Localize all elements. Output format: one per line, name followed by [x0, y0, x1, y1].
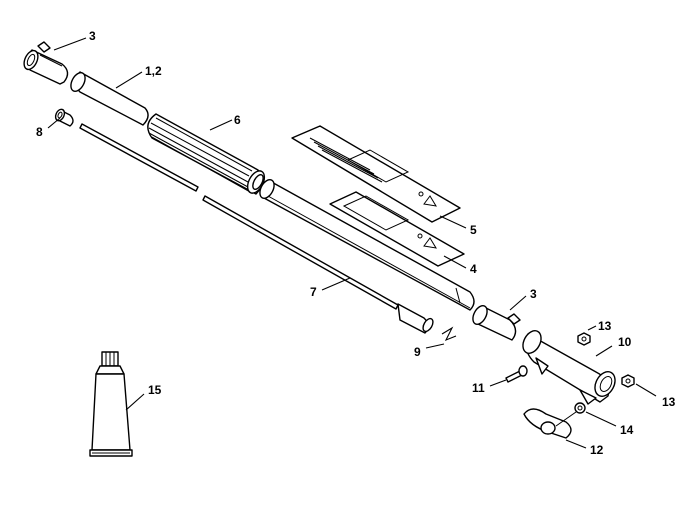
part-labels: 3 1,2 6 8 5 4 7 3 9 13 10 13 11 14 12 15	[36, 29, 676, 457]
label-part-8: 8	[36, 125, 43, 139]
part-15-grease-tube	[89, 351, 133, 457]
label-part-4: 4	[470, 262, 477, 276]
label-part-12: 12	[590, 443, 604, 457]
part-12-wing-knob	[523, 408, 577, 439]
label-part-10: 10	[618, 335, 632, 349]
label-part-6: 6	[234, 113, 241, 127]
part-8-bushing	[54, 108, 74, 127]
part-4-label	[329, 191, 465, 267]
label-part-1-2: 1,2	[145, 64, 162, 78]
part-11-screw	[505, 365, 528, 383]
label-part-15: 15	[148, 383, 162, 397]
label-part-14: 14	[620, 423, 634, 437]
part-3-sleeve-top	[23, 41, 69, 85]
part-9-clip	[441, 326, 457, 342]
part-1-2-tube	[70, 71, 149, 126]
label-part-7: 7	[310, 285, 317, 299]
part-10-clamp-housing	[522, 330, 616, 405]
part-5-label	[291, 125, 461, 223]
label-part-11: 11	[472, 381, 485, 395]
label-part-13-right: 13	[662, 395, 676, 409]
label-part-5: 5	[470, 223, 477, 237]
part-14-washer	[574, 402, 586, 414]
part-6-ribbed-grip	[147, 113, 266, 195]
part-13-nut-upper	[577, 332, 591, 346]
label-part-13-upper: 13	[598, 319, 612, 333]
label-part-3-top: 3	[89, 29, 96, 43]
part-main-tube	[259, 179, 475, 311]
part-13-nut-right	[621, 374, 635, 388]
part-3-sleeve-lower	[472, 305, 521, 341]
leader-lines	[47, 37, 657, 449]
label-part-9: 9	[414, 345, 421, 359]
part-7-drive-shaft	[79, 123, 434, 334]
label-part-3-lower: 3	[530, 287, 537, 301]
